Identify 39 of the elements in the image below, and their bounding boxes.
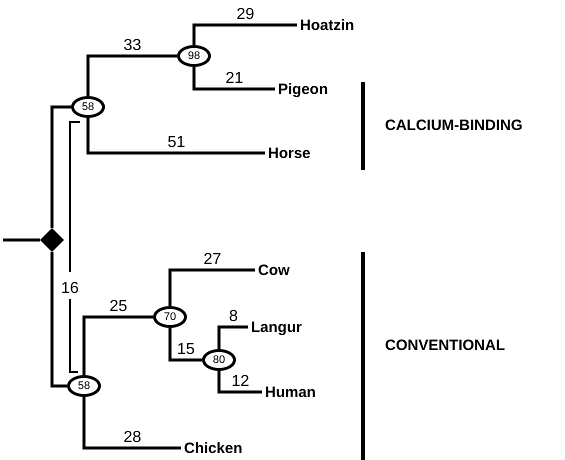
branch-length: 27: [204, 252, 222, 268]
branch-line: [192, 67, 275, 90]
branch-length: 29: [236, 7, 254, 23]
group-label: CALCIUM-BINDING: [385, 118, 522, 133]
branch-length: 15: [177, 342, 195, 358]
branch-line: [218, 326, 248, 349]
taxon-label: Cow: [258, 262, 290, 278]
root-diamond: [40, 228, 64, 252]
bootstrap-oval: 70: [153, 306, 187, 328]
branch-length: 51: [168, 135, 186, 151]
branch-line: [86, 118, 265, 154]
branch-line: [86, 54, 177, 96]
taxon-label: Horse: [268, 146, 311, 160]
branch-line: [218, 371, 262, 394]
branch-line: [3, 238, 40, 242]
bootstrap-oval: 98: [177, 45, 211, 67]
taxon-label: Chicken: [184, 440, 242, 456]
taxon-label: Human: [265, 384, 316, 400]
branch-line: [82, 316, 153, 375]
branch-line: [50, 252, 67, 388]
branch-line: [168, 268, 255, 306]
branch-length: 16: [61, 281, 79, 297]
taxon-label: Hoatzin: [300, 18, 354, 32]
branch-line: [82, 397, 181, 450]
branch-length: 25: [110, 299, 128, 315]
branch-length: 33: [124, 38, 142, 54]
branch-line: [50, 106, 71, 228]
group-label: CONVENTIONAL: [385, 338, 505, 353]
branch-length: 28: [124, 430, 142, 446]
taxon-label: Pigeon: [278, 82, 328, 96]
taxon-label: Langur: [251, 320, 302, 334]
branch-line: [168, 328, 202, 362]
bootstrap-oval: 58: [67, 375, 101, 397]
bootstrap-oval: 58: [71, 96, 105, 118]
branch-length: 21: [226, 71, 244, 87]
branch-length: 12: [232, 374, 250, 390]
branch-line: [192, 24, 297, 45]
branch-length: 8: [229, 309, 238, 325]
bootstrap-oval: 80: [202, 349, 236, 371]
